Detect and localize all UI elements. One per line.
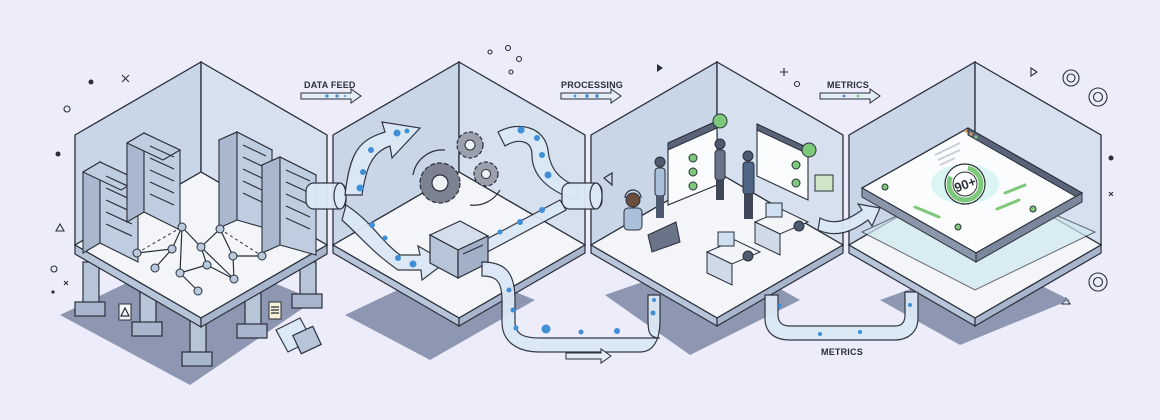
network-graph [132, 222, 267, 296]
processing-label: PROCESSING [561, 80, 623, 90]
arrow-right-icon [300, 88, 362, 104]
stage-review-team [561, 60, 919, 341]
connector-pipe [305, 182, 347, 210]
background-decorations [50, 44, 1114, 305]
checklist-board [756, 123, 834, 201]
gears-icon [412, 131, 501, 206]
gear-icon [1062, 69, 1080, 87]
connector-pipe [817, 203, 881, 235]
metrics-top-label: METRICS [827, 80, 869, 90]
score-gauge: 90+ [944, 163, 986, 205]
stage-processing [305, 60, 661, 353]
gear-icon [1088, 272, 1108, 292]
checklist-board [667, 113, 728, 206]
flow-label-data-feed: DATA FEED [300, 80, 362, 104]
data-bubbles [356, 126, 552, 268]
desk-workstation [705, 231, 762, 286]
flow-label-metrics-bottom: METRICS [821, 347, 863, 357]
arrow-right-icon [560, 88, 622, 104]
output-pipe [275, 317, 322, 355]
metrics-pipe [764, 291, 919, 341]
output-data-pipe [481, 261, 661, 353]
person-icon [714, 138, 726, 200]
flow-label-processing: PROCESSING [560, 80, 623, 104]
score-value: 90+ [952, 174, 978, 196]
server-rack [260, 156, 318, 256]
server-rack [125, 132, 182, 231]
stage-metrics-dashboard: 90+ [817, 60, 1103, 328]
flow-label-bottom-arrow [565, 348, 612, 364]
metrics-bottom-label: METRICS [821, 347, 863, 357]
document-icon [268, 301, 282, 320]
gear-icon [1088, 87, 1108, 107]
desk-workstation [753, 202, 810, 256]
arrow-right-icon [819, 88, 881, 104]
connector-pipe [561, 171, 613, 210]
flow-arrows [341, 121, 581, 282]
warning-document-icon [118, 303, 132, 321]
headset-operator [623, 189, 681, 253]
flow-label-metrics-top: METRICS [819, 80, 881, 104]
person-icon [742, 150, 755, 219]
stage-data-center [73, 60, 329, 367]
person-icon [654, 156, 666, 218]
data-feed-label: DATA FEED [304, 80, 356, 90]
dashboard-panel: 90+ [860, 127, 1084, 263]
arrow-right-icon [565, 348, 612, 364]
